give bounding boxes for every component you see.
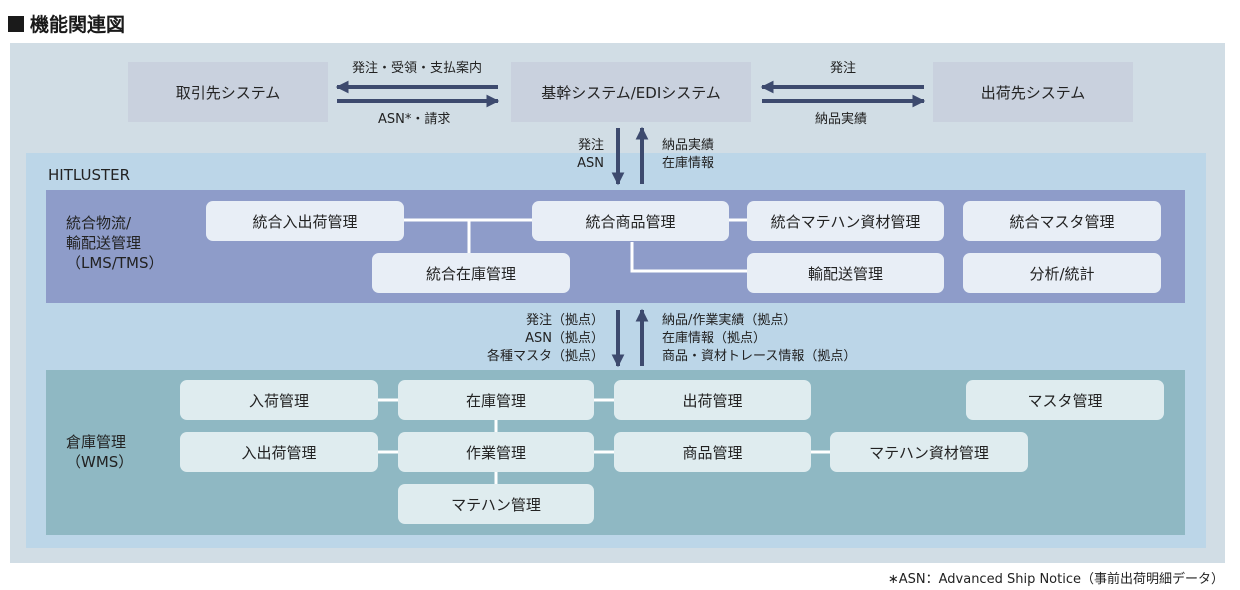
lms-analysis-box: 分析/統計 bbox=[963, 253, 1161, 293]
footnote: ∗ASN：Advanced Ship Notice（事前出荷明細データ） bbox=[887, 572, 1224, 587]
lms-stock-box: 統合在庫管理 bbox=[372, 253, 570, 293]
flow-label-wms-up: 納品/作業実績（拠点） 在庫情報（拠点） 商品・資材トレース情報（拠点） bbox=[662, 313, 857, 364]
wms-stock-box: 在庫管理 bbox=[398, 380, 594, 420]
wms-inout-box: 入出荷管理 bbox=[180, 432, 378, 472]
wms-material-box: マテハン資材管理 bbox=[830, 432, 1028, 472]
lms-label: 統合物流/ 輸配送管理 （LMS/TMS） bbox=[66, 214, 164, 272]
wms-product-box: 商品管理 bbox=[614, 432, 811, 472]
title-square-icon bbox=[8, 15, 24, 32]
flow-label-delivery-results: 納品実績 bbox=[815, 112, 868, 127]
lms-master-box: 統合マスタ管理 bbox=[963, 201, 1161, 241]
hitluster-label: HITLUSTER bbox=[48, 166, 131, 184]
flow-label-order-ship: 発注 bbox=[830, 61, 857, 76]
lms-inout-box: 統合入出荷管理 bbox=[206, 201, 404, 241]
lms-delivery-box: 輸配送管理 bbox=[747, 253, 944, 293]
client-system-box: 取引先システム bbox=[128, 62, 328, 122]
wms-master-box: マスタ管理 bbox=[966, 380, 1164, 420]
wms-matehan-box: マテハン管理 bbox=[398, 484, 594, 524]
flow-label-core-down: 発注 ASN bbox=[577, 138, 604, 171]
flow-label-order-receipt-payment: 発注・受領・支払案内 bbox=[352, 61, 483, 76]
lms-product-box: 統合商品管理 bbox=[532, 201, 729, 241]
wms-connectors bbox=[378, 398, 830, 484]
wms-shipping-box: 出荷管理 bbox=[614, 380, 811, 420]
page-title: 機能関連図 bbox=[8, 10, 125, 37]
wms-work-box: 作業管理 bbox=[398, 432, 594, 472]
flow-label-core-up: 納品実績 在庫情報 bbox=[662, 138, 715, 171]
shipping-system-box: 出荷先システム bbox=[933, 62, 1133, 122]
wms-receiving-box: 入荷管理 bbox=[180, 380, 378, 420]
wms-label: 倉庫管理 （WMS） bbox=[66, 433, 134, 471]
title-text: 機能関連図 bbox=[30, 14, 126, 36]
flow-label-asn-invoice: ASN*・請求 bbox=[378, 112, 451, 127]
flow-label-lms-down: 発注（拠点） ASN（拠点） 各種マスタ（拠点） bbox=[486, 313, 604, 364]
core-system-box: 基幹システム/EDIシステム bbox=[511, 62, 751, 122]
lms-material-box: 統合マテハン資材管理 bbox=[747, 201, 944, 241]
lms-connectors bbox=[404, 218, 747, 273]
